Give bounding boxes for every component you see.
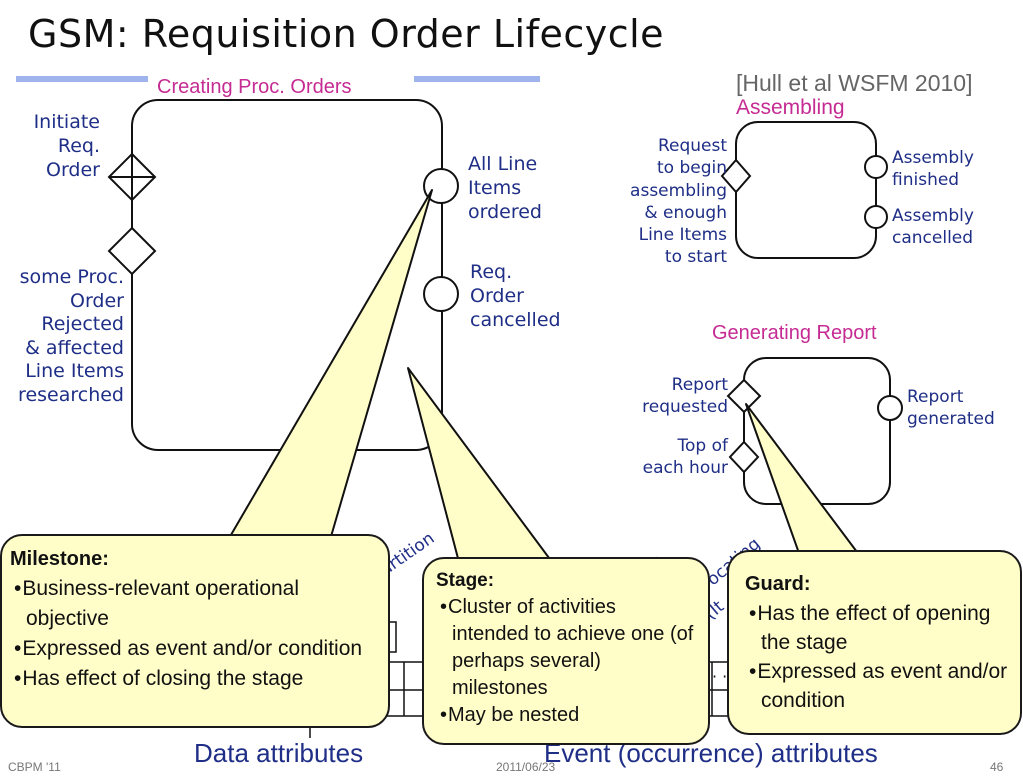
data-attributes-caption: Data attributes	[194, 738, 364, 768]
guard-rejected-icon	[107, 226, 157, 276]
guard-callout-heading: Guard:	[745, 573, 811, 595]
footer-left: CBPM '11	[8, 760, 61, 774]
stage-box-assembling	[735, 121, 877, 259]
title-underline-left	[16, 76, 148, 82]
stage-name-creating: Creating Proc. Orders	[157, 76, 352, 98]
title-underline-right	[414, 76, 540, 82]
milestone-all-line-items-icon	[423, 168, 459, 204]
guard-callout-item: Expressed as event and/or condition	[745, 657, 1010, 715]
stage-callout-item: Cluster of activities intended to achiev…	[436, 594, 698, 702]
milestone-callout-heading: Milestone:	[10, 548, 109, 570]
milestone-callout-item: Expressed as event and/or condition	[10, 634, 380, 664]
stage-name-assembling: Assembling	[736, 96, 845, 119]
milestone-assembly-finished-icon	[864, 155, 888, 179]
guard-assembling-icon	[720, 158, 752, 194]
stage-callout-heading: Stage:	[436, 570, 495, 591]
milestone-assembly-finished-label: Assembly finished	[892, 148, 974, 190]
guard-rejected-label: some Proc. Order Rejected & affected Lin…	[18, 266, 124, 406]
guard-report-requested-label: Report requested	[642, 375, 728, 417]
stage-callout: Stage: Cluster of activities intended to…	[422, 557, 710, 745]
stage-name-report: Generating Report	[712, 322, 877, 344]
milestone-callout: Milestone: Business-relevant operational…	[0, 534, 390, 728]
slide-title: GSM: Requisition Order Lifecycle	[28, 12, 665, 56]
guard-callout-item: Has the effect of opening the stage	[745, 599, 1010, 657]
milestone-report-generated-label: Report generated	[907, 387, 995, 429]
milestone-callout-item: Business-relevant operational objective	[10, 574, 380, 634]
guard-report-requested-icon	[726, 378, 762, 414]
milestone-callout-item: Has effect of closing the stage	[10, 664, 380, 694]
guard-initiate-label: Initiate Req. Order	[33, 111, 100, 181]
table-dots: · ·	[712, 667, 727, 686]
milestone-req-cancelled-label: Req. Order cancelled	[470, 261, 561, 331]
stage-callout-item: May be nested	[436, 702, 698, 729]
milestone-all-line-items-label: All Line Items ordered	[468, 153, 542, 223]
milestone-req-cancelled-icon	[423, 276, 459, 312]
citation: [Hull et al WSFM 2010]	[736, 70, 973, 96]
milestone-report-generated-icon	[877, 395, 903, 421]
guard-callout: Guard: Has the effect of opening the sta…	[727, 550, 1022, 735]
footer-date: 2011/06/23	[496, 760, 556, 774]
guard-assembling-label: Request to begin assembling & enough Lin…	[630, 136, 727, 268]
guard-top-of-hour-icon	[728, 440, 760, 474]
milestone-assembly-cancelled-label: Assembly cancelled	[892, 206, 974, 248]
guard-initiate-icon	[107, 152, 157, 202]
page-number: 46	[990, 760, 1004, 774]
milestone-assembly-cancelled-icon	[864, 205, 888, 229]
guard-top-of-hour-label: Top of each hour	[642, 436, 728, 478]
